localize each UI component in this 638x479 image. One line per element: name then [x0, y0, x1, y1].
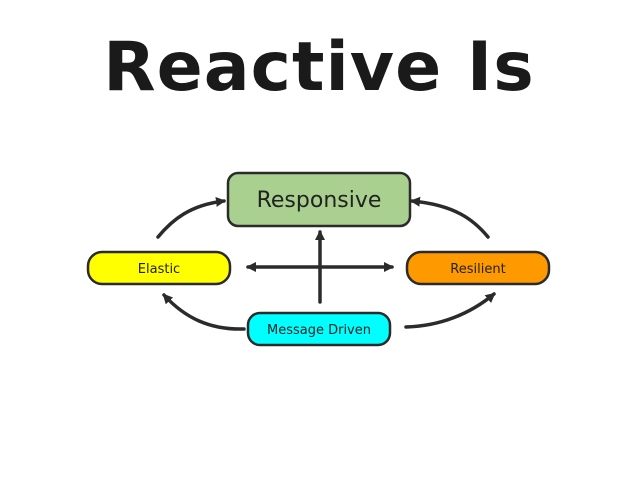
node-message-driven: Message Driven	[246, 311, 392, 347]
arrow-resilient-to-responsive	[410, 196, 490, 239]
node-resilient-label: Resilient	[450, 262, 505, 277]
slide-title: Reactive Is	[103, 28, 535, 107]
node-responsive: Responsive	[226, 171, 412, 228]
node-elastic: Elastic	[86, 250, 232, 286]
node-responsive-label: Responsive	[257, 188, 382, 213]
node-elastic-label: Elastic	[138, 262, 180, 277]
node-resilient-box	[405, 250, 551, 286]
node-message-driven-label: Message Driven	[267, 323, 371, 338]
node-resilient: Resilient	[405, 250, 551, 286]
node-responsive-box	[226, 171, 412, 228]
node-elastic-box	[86, 250, 232, 286]
arrow-elastic-to-responsive	[156, 196, 226, 239]
arrow-messagedriven-to-elastic	[162, 293, 246, 331]
node-message-driven-box	[246, 311, 392, 347]
arrow-messagedriven-to-resilient	[404, 292, 496, 329]
